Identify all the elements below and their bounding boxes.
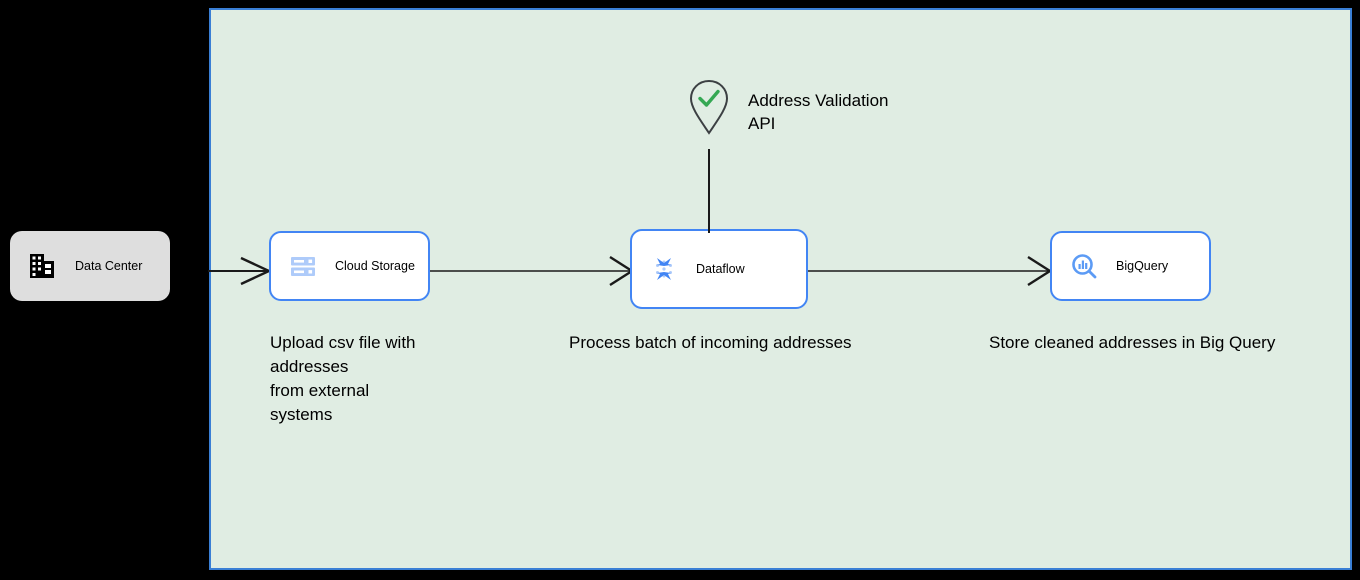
node-dataflow[interactable]: Dataflow bbox=[630, 229, 808, 309]
caption-cloud-storage-line4: systems bbox=[270, 405, 333, 424]
data-center-building-icon bbox=[27, 251, 57, 281]
node-data-center[interactable]: Data Center bbox=[10, 231, 170, 301]
caption-cloud-storage-line3: from external bbox=[270, 381, 370, 400]
caption-bigquery: Store cleaned addresses in Big Query bbox=[989, 333, 1276, 352]
bigquery-magnifier-icon bbox=[1069, 251, 1099, 281]
caption-cloud-storage-line2: addresses bbox=[270, 357, 349, 376]
caption-cloud-storage-line1: Upload csv file with bbox=[270, 333, 416, 352]
edge-address-validation-to-dataflow bbox=[708, 149, 710, 233]
map-pin-check-icon[interactable] bbox=[686, 78, 732, 138]
edge-dataflow-to-bigquery bbox=[808, 255, 1053, 287]
address-validation-api-label-line1: Address Validation bbox=[748, 91, 889, 110]
node-data-center-label: Data Center bbox=[75, 259, 143, 273]
node-cloud-storage-label: Cloud Storage bbox=[335, 259, 415, 273]
caption-cloud-storage: Upload csv file with addresses from exte… bbox=[270, 331, 470, 427]
address-validation-api-label: Address Validation API bbox=[748, 89, 998, 135]
cloud-storage-bucket-icon bbox=[288, 251, 318, 281]
dataflow-icon bbox=[649, 254, 679, 284]
node-bigquery[interactable]: BigQuery bbox=[1050, 231, 1211, 301]
edge-cloud-storage-to-dataflow bbox=[430, 255, 635, 287]
node-bigquery-label: BigQuery bbox=[1116, 259, 1169, 273]
address-validation-api-label-line2: API bbox=[748, 114, 776, 133]
caption-dataflow: Process batch of incoming addresses bbox=[569, 333, 852, 352]
edge-data-center-to-cloud-storage bbox=[208, 256, 272, 286]
node-dataflow-label: Dataflow bbox=[696, 262, 745, 276]
node-cloud-storage[interactable]: Cloud Storage bbox=[269, 231, 430, 301]
